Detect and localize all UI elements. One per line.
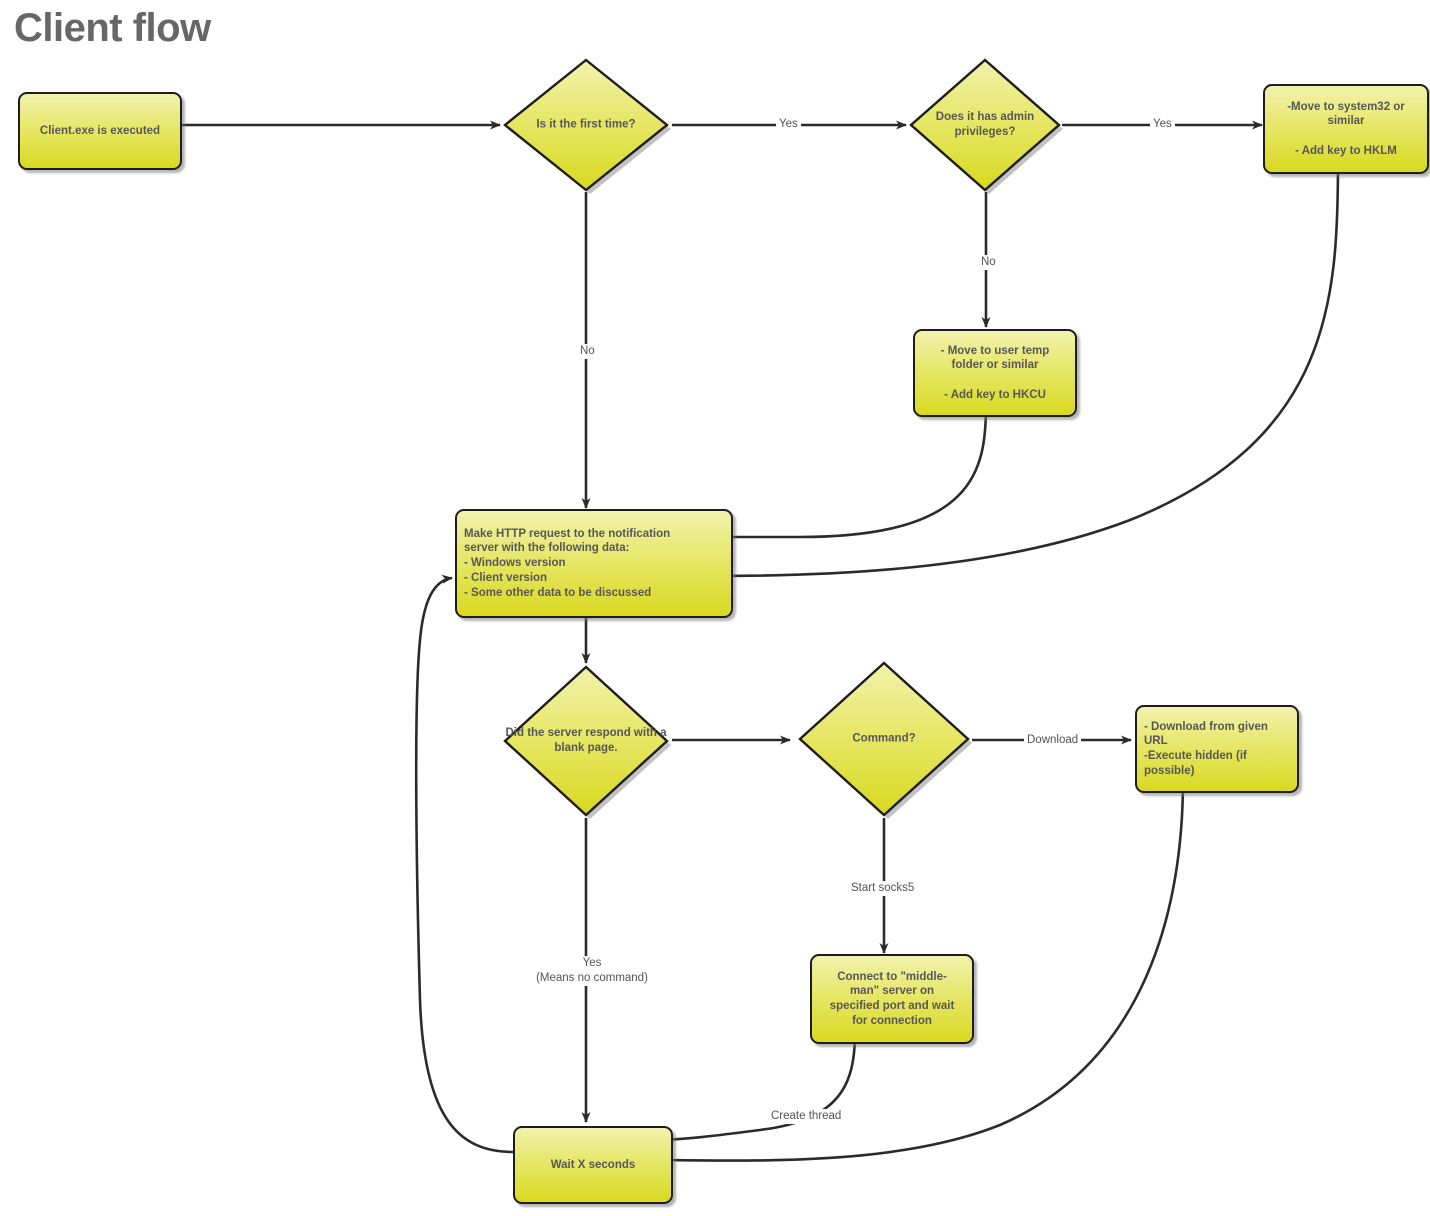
edge-label-blank-page-yes: Yes (Means no command) [524, 956, 660, 986]
node-blank-page-check[interactable]: Did the server respond with a blank page… [500, 662, 672, 820]
node-connect-middleman[interactable]: Connect to "middle- man" server on speci… [810, 954, 974, 1044]
page-title: Client flow [14, 6, 211, 50]
edge-wait-to-http [414, 574, 514, 1154]
edge-download-to-wait [661, 779, 1185, 1165]
diamond-shape [798, 661, 972, 819]
node-move-system32-hklm-label: -Move to system32 or similar - Add key t… [1287, 100, 1405, 157]
edge-label-admin-yes: Yes [1150, 117, 1175, 132]
edge-middleman-to-wait [661, 1031, 857, 1144]
node-move-system32-hklm[interactable]: -Move to system32 or similar - Add key t… [1263, 84, 1429, 174]
node-client-exe-executed[interactable]: Client.exe is executed [18, 92, 182, 170]
node-command[interactable]: Command? [795, 658, 973, 820]
diamond-shape [503, 58, 671, 194]
node-is-it-first-time[interactable]: Is it the first time? [500, 55, 672, 195]
node-move-temp-hkcu-label: - Move to user temp folder or similar - … [940, 344, 1050, 401]
node-make-http-request-label: Make HTTP request to the notification se… [464, 527, 671, 599]
node-make-http-request[interactable]: Make HTTP request to the notification se… [455, 509, 733, 618]
edge-hklm-to-http [715, 161, 1340, 581]
node-wait-x-seconds[interactable]: Wait X seconds [513, 1126, 673, 1204]
node-move-temp-hkcu[interactable]: - Move to user temp folder or similar - … [913, 329, 1077, 417]
edge-label-first-time-no: No [577, 344, 598, 359]
node-wait-x-seconds-label: Wait X seconds [550, 1158, 636, 1171]
node-has-admin-privileges[interactable]: Does it has admin privileges? [906, 55, 1064, 195]
edge-label-admin-no: No [978, 255, 999, 270]
node-download-execute-label: - Download from given URL -Execute hidde… [1144, 720, 1268, 777]
edge-label-command-download: Download [1024, 733, 1082, 748]
edge-label-first-time-yes: Yes [776, 117, 801, 132]
edge-label-create-thread: Create thread [768, 1109, 845, 1124]
diamond-shape [909, 58, 1063, 194]
diamond-shape [503, 665, 671, 819]
edge-label-command-start-socks5: Start socks5 [848, 881, 918, 896]
node-client-exe-executed-label: Client.exe is executed [39, 124, 161, 137]
node-connect-middleman-label: Connect to "middle- man" server on speci… [829, 970, 955, 1027]
edge-hkcu-to-http [715, 404, 988, 542]
node-download-execute[interactable]: - Download from given URL -Execute hidde… [1135, 705, 1299, 793]
